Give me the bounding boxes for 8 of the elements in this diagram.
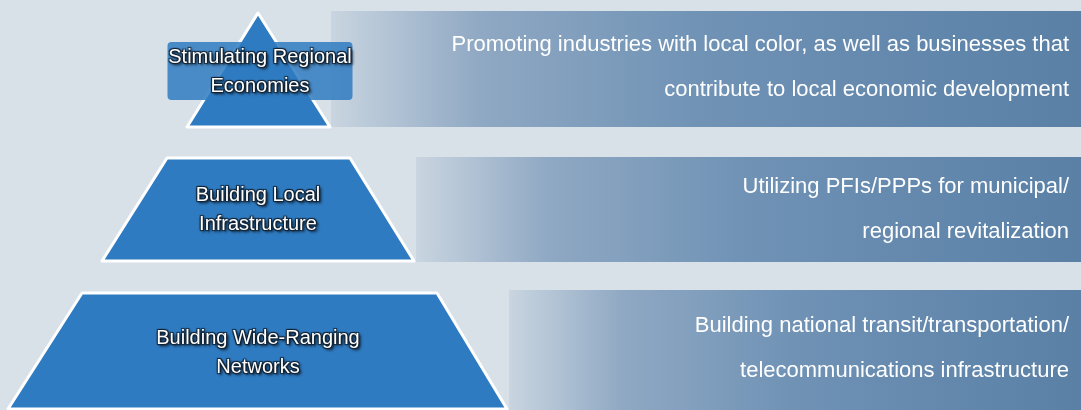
- description-text: Promoting industries with local color, as well as businesses that contribute to local economic development: [450, 30, 1069, 103]
- tier-label: Building Wide-Ranging Networks: [155, 325, 361, 379]
- description-text: Utilizing PFIs/PPPs for municipal/ regional revitalization: [741, 172, 1069, 245]
- banner-band: [416, 157, 1081, 262]
- tier-label: Stimulating Regional Economies: [167, 42, 353, 100]
- description-text: Building national transit/transportation/ telecommunications infrastructure: [693, 311, 1069, 384]
- banner-band: [509, 290, 1081, 410]
- tier-label: Building Local Infrastructure: [194, 182, 322, 236]
